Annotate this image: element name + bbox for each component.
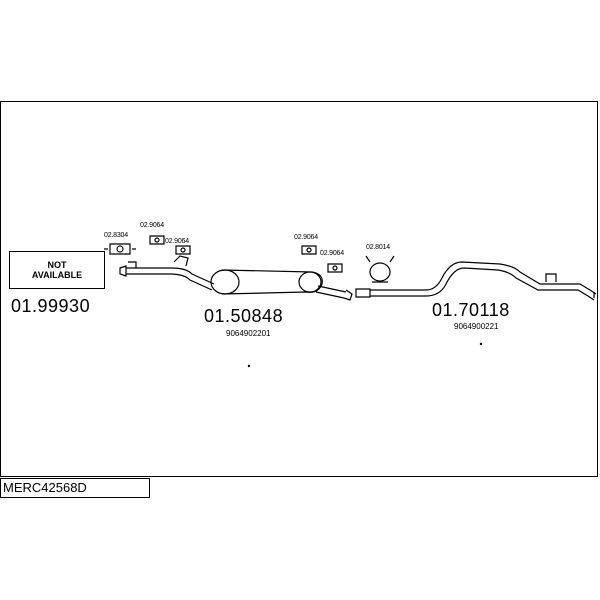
not-available-line1: NOT	[47, 260, 67, 270]
part-number: 01.50848	[204, 306, 284, 326]
band-clamp-icon	[365, 255, 395, 283]
accessory-label: 02.9064	[165, 238, 189, 245]
not-available-line2: AVAILABLE	[31, 270, 83, 280]
diagram-frame	[0, 101, 598, 477]
mount-icon	[149, 235, 165, 245]
accessory-label: 02.9064	[140, 222, 164, 229]
part-number: 01.99930	[11, 296, 91, 316]
not-available-box: NOT AVAILABLE	[9, 251, 105, 289]
accessory-label: 02.9064	[320, 250, 344, 257]
front-pipe-end	[119, 261, 137, 277]
accessory-label: 02.9064	[294, 234, 318, 241]
accessory-label: 02.8014	[366, 244, 390, 251]
oem-number: 9064900221	[454, 322, 499, 331]
mount-icon	[175, 245, 191, 255]
model-code: MERC42568D	[0, 478, 150, 498]
accessory-label: 02.8304	[104, 232, 128, 239]
mount-icon	[327, 263, 343, 273]
oem-number: 9064902201	[226, 329, 271, 338]
part-number: 01.70118	[432, 300, 510, 320]
tail-pipe	[355, 261, 597, 301]
middle-silencer	[134, 255, 353, 301]
clamp-icon	[104, 243, 136, 255]
mount-icon	[301, 245, 317, 255]
